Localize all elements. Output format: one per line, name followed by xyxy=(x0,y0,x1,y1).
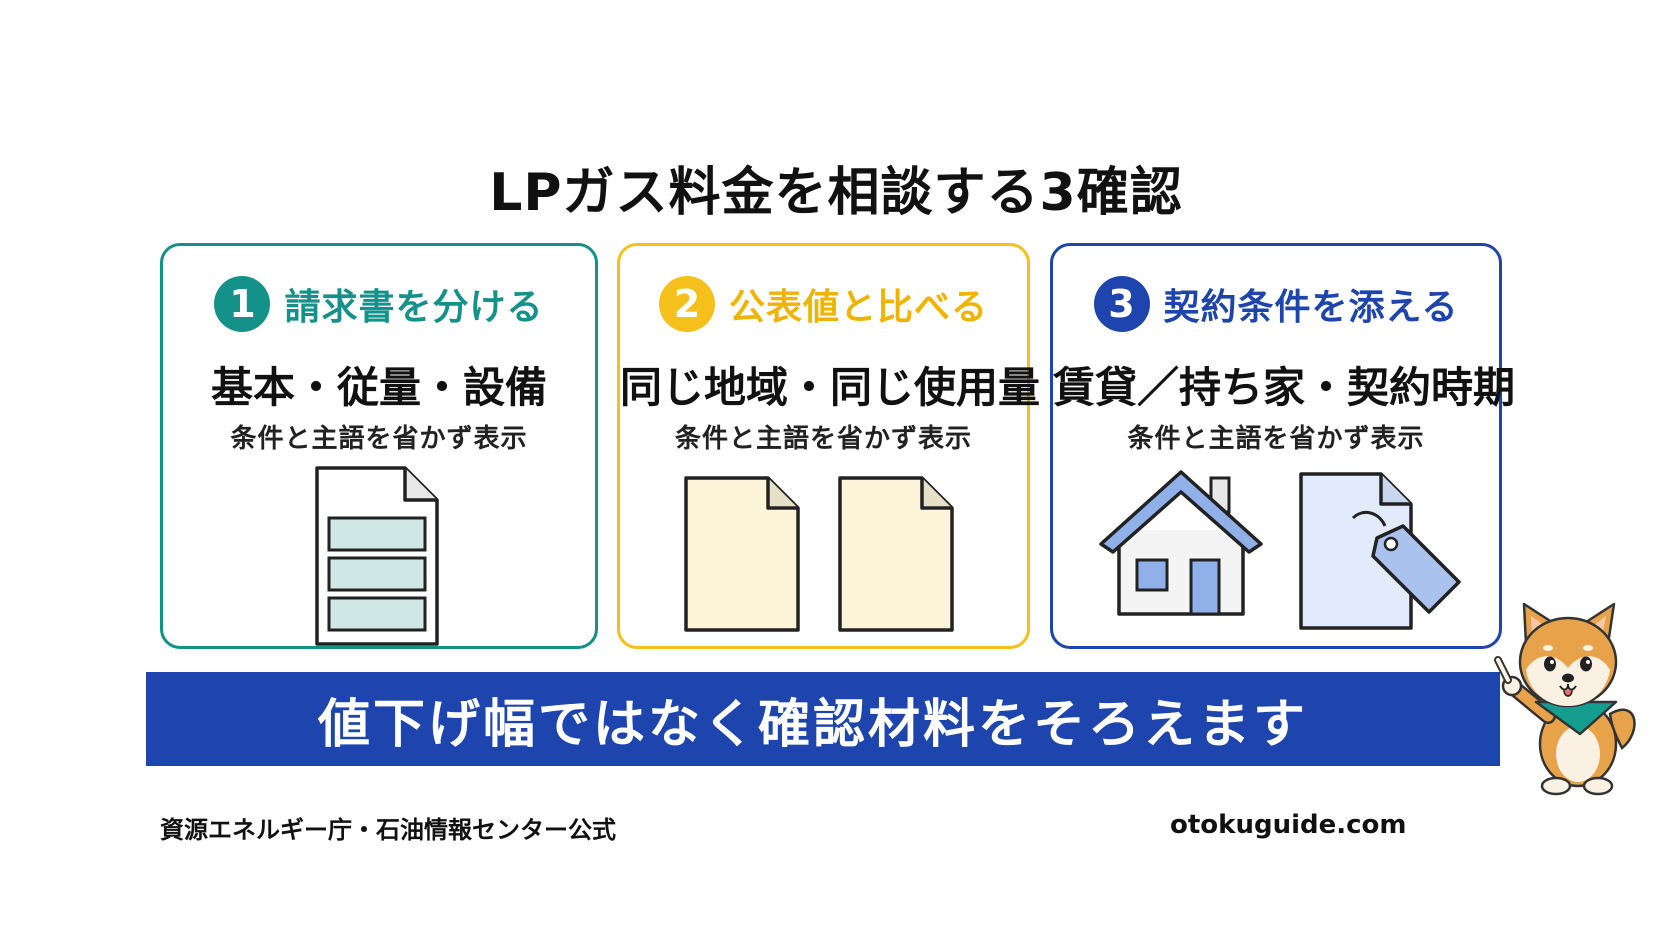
card-note: 条件と主語を省かず表示 xyxy=(230,424,528,454)
card-header: 2 公表値と比べる xyxy=(620,276,1027,332)
card-separate-bill: 1 請求書を分ける 基本・従量・設備 条件と主語を省かず表示 xyxy=(160,243,598,649)
card-subheading: 同じ地域・同じ使用量 xyxy=(620,363,1041,412)
step-number-badge: 1 xyxy=(214,276,271,332)
summary-banner: 値下げ幅ではなく確認材料をそろえます xyxy=(146,672,1500,766)
card-heading: 公表値と比べる xyxy=(728,287,988,328)
house-icon xyxy=(1099,470,1263,616)
card-compare-published: 2 公表値と比べる 同じ地域・同じ使用量 条件と主語を省かず表示 xyxy=(617,243,1041,649)
site-url: otokuguide.com xyxy=(1170,810,1407,840)
bill-document-icon xyxy=(315,466,439,646)
page-title: LPガス料金を相談する3確認 xyxy=(489,163,1183,223)
card-header: 1 請求書を分ける xyxy=(163,276,595,332)
banner-text: 値下げ幅ではなく確認材料をそろえます xyxy=(317,694,1308,755)
shiba-dog-mascot-icon xyxy=(1494,602,1636,796)
card-note: 条件と主語を省かず表示 xyxy=(1127,424,1425,454)
step-number-badge: 2 xyxy=(658,276,715,332)
card-heading: 契約条件を添える xyxy=(1163,287,1459,328)
card-note: 条件と主語を省かず表示 xyxy=(674,424,972,454)
card-subheading: 賃貸／持ち家・契約時期 xyxy=(1053,363,1516,412)
source-credit: 資源エネルギー庁・石油情報センター公式 xyxy=(160,816,616,844)
card-contract-terms: 3 契約条件を添える 賃貸／持ち家・契約時期 条件と主語を省かず表示 xyxy=(1050,243,1516,649)
card-header: 3 契約条件を添える xyxy=(1053,276,1499,332)
document-icon xyxy=(838,476,954,632)
contract-tag-icon xyxy=(1299,472,1461,630)
card-subheading: 基本・従量・設備 xyxy=(210,363,547,412)
card-heading: 請求書を分ける xyxy=(284,287,544,328)
step-number-badge: 3 xyxy=(1093,276,1150,332)
document-icon xyxy=(684,476,800,632)
